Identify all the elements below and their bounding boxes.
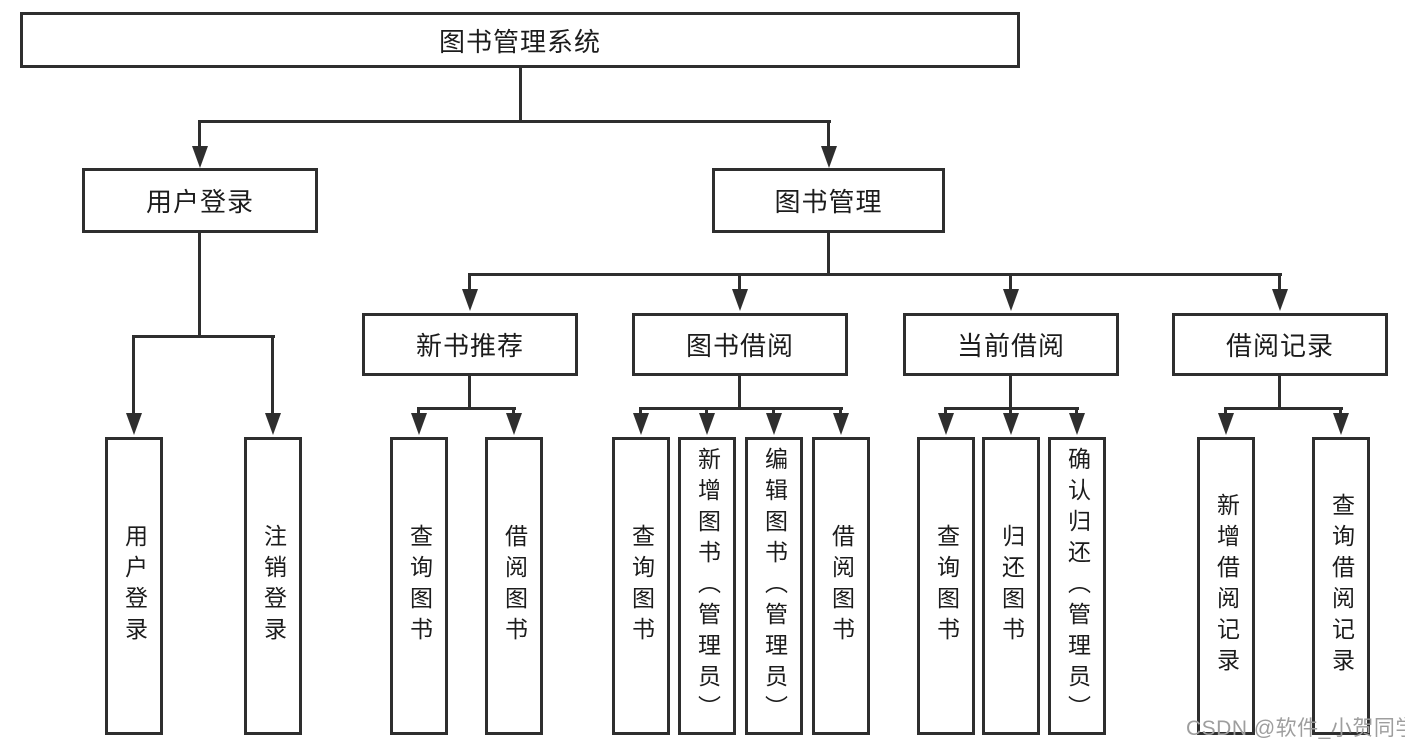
connector-line	[198, 233, 201, 337]
leaf-borrow-borrow-label: 借阅图书	[828, 524, 855, 648]
connector-line	[1009, 407, 1012, 416]
connector-line	[1009, 273, 1012, 292]
connector-line	[132, 335, 275, 338]
leaf-logout: 注销登录	[244, 437, 302, 735]
connector-line	[1339, 407, 1342, 416]
leaf-records-query-label: 查询借阅记录	[1328, 493, 1355, 679]
connector-line	[468, 273, 471, 292]
connector-line	[1278, 273, 1281, 292]
connector-line	[417, 407, 516, 410]
connector-line	[738, 273, 741, 292]
connector-line	[1009, 376, 1012, 409]
connector-line	[639, 407, 642, 416]
connector-line	[417, 407, 420, 416]
arrow-down-icon	[821, 146, 837, 168]
connector-line	[772, 407, 775, 416]
node-book-mgmt: 图书管理	[712, 168, 945, 233]
connector-line	[271, 335, 274, 416]
csdn-watermark: CSDN @软件_小贺同学	[1186, 717, 1405, 740]
connector-line	[1075, 407, 1078, 416]
arrow-down-icon	[126, 413, 142, 435]
leaf-newbooks-borrow-label: 借阅图书	[501, 524, 528, 648]
leaf-borrow-query-label: 查询图书	[628, 524, 655, 648]
connector-line	[827, 120, 830, 150]
connector-line	[198, 120, 201, 150]
node-borrow-records-label: 借阅记录	[1225, 331, 1334, 361]
leaf-current-query-label: 查询图书	[933, 524, 960, 648]
arrow-down-icon	[265, 413, 281, 435]
connector-line	[1278, 376, 1281, 409]
leaf-records-add: 新增借阅记录	[1197, 437, 1255, 735]
node-book-mgmt-label: 图书管理	[774, 187, 883, 217]
arrow-down-icon	[1003, 413, 1019, 435]
leaf-current-confirm: 确认归还（管理员）	[1048, 437, 1106, 735]
node-user-login-label: 用户登录	[145, 187, 254, 217]
connector-line	[198, 120, 831, 123]
leaf-borrow-add: 新增图书（管理员）	[678, 437, 736, 735]
node-current-borrow-label: 当前借阅	[956, 331, 1065, 361]
node-borrow-records: 借阅记录	[1172, 313, 1388, 376]
node-root-label: 图书管理系统	[438, 26, 601, 57]
leaf-records-query: 查询借阅记录	[1312, 437, 1370, 735]
node-root: 图书管理系统	[20, 12, 1020, 68]
connector-line	[1224, 407, 1227, 416]
node-new-books: 新书推荐	[362, 313, 578, 376]
connector-line	[512, 407, 515, 416]
connector-line	[839, 407, 842, 416]
arrow-down-icon	[1272, 289, 1288, 311]
connector-line	[639, 407, 843, 410]
arrow-down-icon	[766, 413, 782, 435]
leaf-borrow-query: 查询图书	[612, 437, 670, 735]
node-user-login: 用户登录	[82, 168, 318, 233]
leaf-borrow-edit: 编辑图书（管理员）	[745, 437, 803, 735]
leaf-user-login-label: 用户登录	[121, 524, 148, 648]
arrow-down-icon	[1218, 413, 1234, 435]
leaf-current-return: 归还图书	[982, 437, 1040, 735]
leaf-current-confirm-label: 确认归还（管理员）	[1064, 446, 1091, 726]
arrow-down-icon	[462, 289, 478, 311]
leaf-newbooks-query: 查询图书	[390, 437, 448, 735]
connector-line	[519, 68, 522, 120]
leaf-current-return-label: 归还图书	[998, 524, 1025, 648]
leaf-borrow-add-label: 新增图书（管理员）	[694, 446, 721, 726]
leaf-current-query: 查询图书	[917, 437, 975, 735]
node-book-borrow: 图书借阅	[632, 313, 848, 376]
leaf-logout-label: 注销登录	[260, 524, 287, 648]
arrow-down-icon	[732, 289, 748, 311]
leaf-borrow-borrow: 借阅图书	[812, 437, 870, 735]
leaf-newbooks-query-label: 查询图书	[406, 524, 433, 648]
arrow-down-icon	[1069, 413, 1085, 435]
connector-line	[738, 376, 741, 409]
node-new-books-label: 新书推荐	[415, 331, 524, 361]
connector-line	[468, 273, 1282, 276]
arrow-down-icon	[506, 413, 522, 435]
arrow-down-icon	[938, 413, 954, 435]
connector-line	[1224, 407, 1343, 410]
connector-line	[827, 233, 830, 275]
leaf-newbooks-borrow: 借阅图书	[485, 437, 543, 735]
node-current-borrow: 当前借阅	[903, 313, 1119, 376]
connector-line	[468, 376, 471, 409]
connector-line	[944, 407, 947, 416]
arrow-down-icon	[699, 413, 715, 435]
arrow-down-icon	[1333, 413, 1349, 435]
connector-line	[705, 407, 708, 416]
arrow-down-icon	[411, 413, 427, 435]
leaf-borrow-edit-label: 编辑图书（管理员）	[761, 446, 788, 726]
connector-line	[132, 335, 135, 416]
arrow-down-icon	[833, 413, 849, 435]
node-book-borrow-label: 图书借阅	[685, 331, 794, 361]
arrow-down-icon	[192, 146, 208, 168]
leaf-user-login: 用户登录	[105, 437, 163, 735]
arrow-down-icon	[1003, 289, 1019, 311]
leaf-records-add-label: 新增借阅记录	[1213, 493, 1240, 679]
arrow-down-icon	[633, 413, 649, 435]
